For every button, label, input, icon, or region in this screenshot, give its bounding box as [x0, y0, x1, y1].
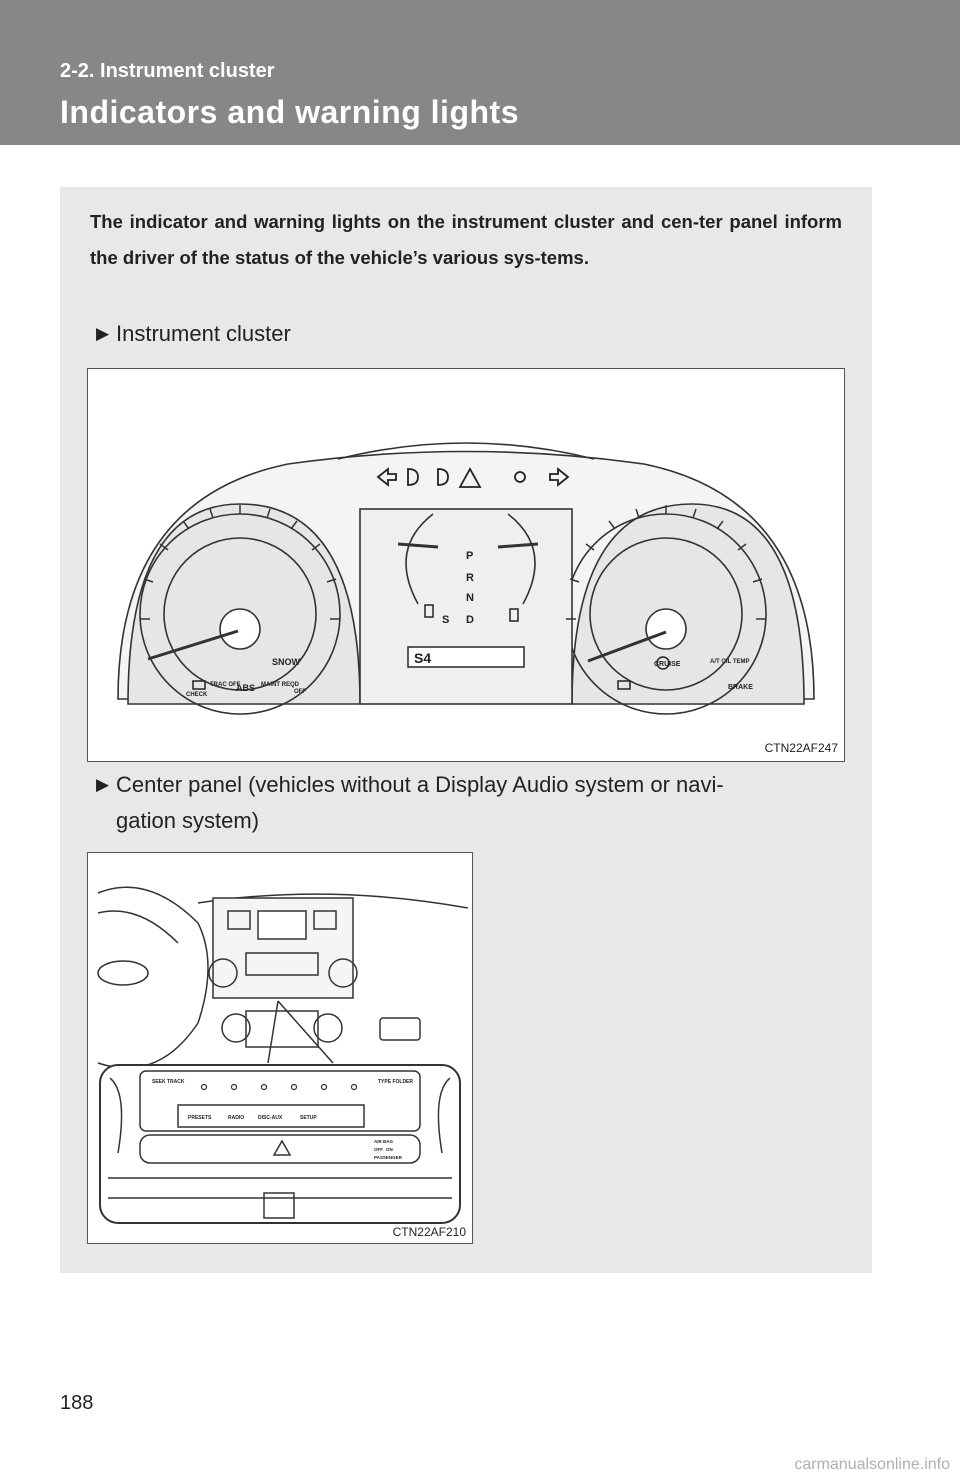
label-trac-off: TRAC OFF: [210, 682, 241, 688]
label-passenger: PASSENGER: [374, 1155, 403, 1160]
gear-n: N: [466, 592, 474, 604]
page-number: 188: [60, 1392, 94, 1414]
watermark: carmanualsonline.info: [794, 1456, 950, 1473]
label-maint-reqd: MAINT REQD: [261, 682, 300, 688]
label-air-bag: AIR BAG: [374, 1139, 393, 1144]
bullet-text-line1: Center panel (vehicles without a Display…: [116, 772, 724, 797]
instrument-cluster-figure: P R N D S S4 SNOW CHECK TRAC OFF ABS MAI…: [87, 368, 845, 762]
label-brake: BRAKE: [728, 684, 753, 691]
gear-p: P: [466, 550, 473, 562]
label-airbag-off: OFF: [374, 1147, 383, 1152]
label-type-folder: TYPE FOLDER: [378, 1079, 413, 1085]
page-header: 2-2. Instrument cluster Indicators and w…: [0, 0, 960, 145]
figure-code: CTN22AF247: [764, 741, 838, 755]
label-seek-track: SEEK TRACK: [152, 1079, 185, 1085]
label-presets: PRESETS: [188, 1115, 212, 1121]
section-label: 2-2. Instrument cluster: [60, 60, 275, 82]
label-radio: RADIO: [228, 1115, 244, 1121]
bullet-center-panel: ▶ Center panel (vehicles without a Displ…: [96, 767, 836, 839]
figure-code: CTN22AF210: [392, 1225, 466, 1239]
center-panel-figure: SEEK TRACK TYPE FOLDER PRESETS RADIO DIS…: [87, 852, 473, 1244]
label-cruise: CRUISE: [654, 661, 681, 668]
bullet-instrument-cluster: ▶ Instrument cluster: [96, 316, 291, 352]
gear-s: S: [442, 614, 449, 626]
label-snow: SNOW: [272, 657, 301, 667]
label-disc-aux: DISC-AUX: [258, 1115, 283, 1121]
label-off: OFF: [294, 689, 306, 695]
odometer-text: S4: [414, 650, 431, 666]
label-at-oil-temp: A/T OIL TEMP: [710, 659, 750, 665]
triangle-bullet-icon: ▶: [96, 324, 110, 343]
label-abs: ABS: [236, 683, 255, 693]
label-airbag-on: ON: [386, 1147, 393, 1152]
gear-r: R: [466, 572, 474, 584]
gear-d: D: [466, 614, 474, 626]
label-setup: SETUP: [300, 1115, 317, 1121]
label-check: CHECK: [186, 692, 208, 698]
triangle-bullet-icon: ▶: [96, 775, 110, 794]
bullet-text-line2: gation system): [116, 808, 260, 833]
bullet-text: Instrument cluster: [116, 321, 291, 346]
intro-paragraph: The indicator and warning lights on the …: [90, 211, 842, 268]
page-title: Indicators and warning lights: [60, 94, 519, 130]
